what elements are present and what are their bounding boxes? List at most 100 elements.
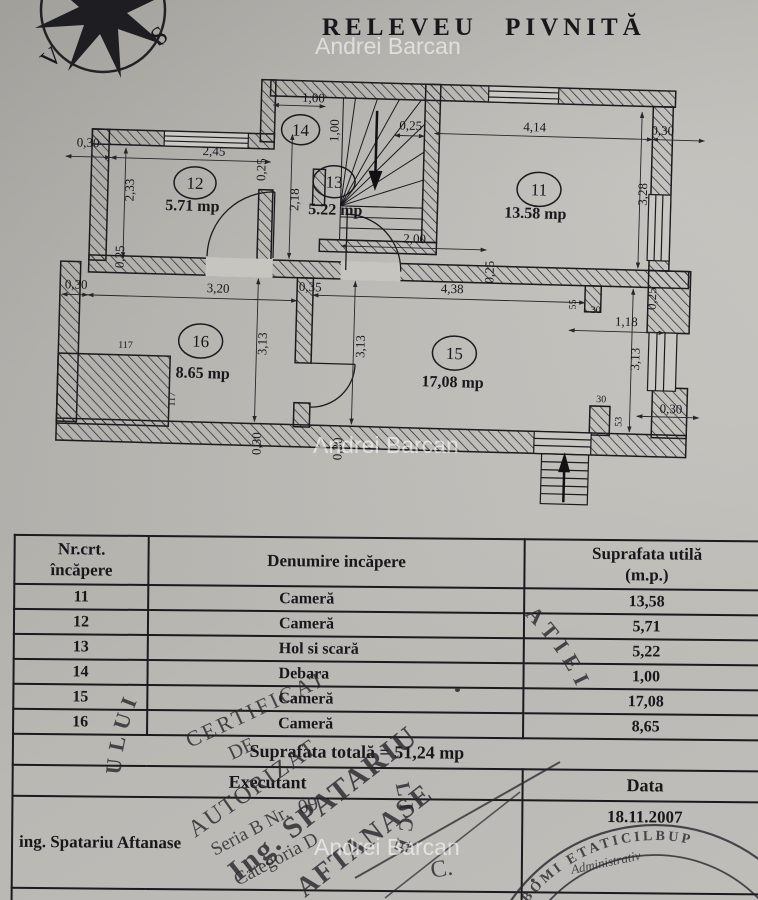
cell-area: 13,58 [524, 588, 758, 616]
dimension-label: 1,00 [302, 90, 325, 106]
engineer-name: ing. Spatariu Aftanase [11, 795, 523, 893]
dimension-label: 1,00 [326, 119, 342, 142]
cell-area: 5,22 [523, 638, 758, 666]
area-table: Nr.crt. încăpere Denumire incăpere Supra… [10, 534, 758, 900]
wall [55, 417, 687, 459]
dimension-label: 4,38 [441, 281, 464, 297]
dimension-lines [61, 102, 706, 433]
wall-pilaster [588, 405, 611, 437]
door-arc [206, 191, 275, 257]
door-leaf [272, 192, 276, 259]
window [646, 331, 678, 392]
dimension-label: 0,25 [112, 245, 128, 268]
cell-nr: 12 [13, 608, 149, 635]
cell-area: 5,71 [523, 613, 758, 641]
door-leaf [311, 362, 356, 366]
wall [55, 352, 171, 427]
dimension-label: 2,00 [403, 231, 426, 247]
dimension-label: 3,20 [207, 280, 230, 296]
cell-area: 1,00 [523, 663, 758, 691]
room-12-number: 12 [186, 174, 204, 193]
cell-name: Hol si scară [147, 634, 524, 664]
cell-area: 8,65 [523, 713, 758, 741]
door-arc [309, 364, 356, 408]
dimension-label: 0,25 [253, 158, 269, 181]
header-nr-crt: Nr.crt. încăpere [14, 534, 149, 585]
room-15-bubble [431, 335, 478, 371]
dimension-label: 117 [118, 340, 133, 351]
header-suprafata: Suprafata utilă (m.p.) [524, 539, 758, 591]
cell-nr: 15 [13, 683, 148, 710]
compass-rose: S V [35, 0, 173, 78]
room-15-area: 17,08 mp [421, 373, 484, 392]
wall [259, 78, 277, 143]
cell-nr: 11 [14, 583, 149, 610]
room-11-number: 11 [531, 180, 548, 199]
window [646, 193, 672, 262]
executant-label: Executant [12, 764, 523, 801]
door-arcs [206, 191, 402, 408]
cell-nr: 16 [13, 708, 148, 735]
door-opening [340, 260, 401, 282]
room-13-number: 13 [325, 172, 343, 191]
dimension-label: 0,30 [659, 401, 682, 417]
windows [163, 85, 678, 392]
cell-nr: 13 [13, 633, 148, 660]
dimension-label: 0,25 [644, 287, 660, 310]
wall [269, 79, 677, 108]
header-denumire: Denumire incăpere [148, 535, 525, 589]
dimension-label: 2,18 [286, 188, 302, 211]
window [163, 130, 250, 149]
wall [256, 188, 274, 266]
room-15-number: 15 [446, 344, 464, 363]
floor-plan: 0,30 2,45 1,00 0,25 4,14 0,30 2,00 0,30 … [55, 78, 706, 506]
room-16-number: 16 [192, 332, 210, 351]
compass-circle [39, 0, 167, 74]
room-14-number: 14 [292, 121, 310, 140]
dimension-label: 0,35 [299, 279, 322, 295]
room-labels: 12 5.71 mp 14 13 5.22 mp 11 13.58 mp 16 … [165, 113, 567, 392]
data-label: Data [522, 769, 758, 803]
cell-name: Cameră [147, 684, 524, 714]
plan-group: 0,30 2,45 1,00 0,25 4,14 0,30 2,00 0,30 … [55, 78, 706, 506]
room-13-area: 5.22 mp [308, 201, 363, 220]
header-line: Suprafata utilă [592, 543, 703, 564]
header-line: (m.p.) [625, 564, 669, 585]
door-leaf [345, 214, 348, 271]
wall [294, 276, 315, 364]
cell-name: Cameră [147, 709, 524, 739]
exterior-stair [533, 430, 592, 506]
dimension-label: 0,25 [481, 260, 497, 283]
page-title: RELEVEU PIVNITĂ [322, 14, 646, 41]
dimension-label: 3,13 [352, 335, 368, 358]
dimension-label: 30 [596, 394, 606, 405]
header-line: Nr.crt. [57, 539, 106, 559]
compass-label-south: S [145, 20, 173, 52]
room-11-area: 13.58 mp [504, 204, 567, 223]
dimension-label: 2,33 [122, 178, 138, 201]
dimension-label: 4,14 [523, 119, 547, 135]
dimension-label: 0,30 [651, 123, 674, 139]
dimension-label: 0,30 [329, 437, 345, 460]
dimension-label: 30 [590, 305, 600, 316]
room-13-bubble [312, 164, 356, 199]
date-value: 18.11.2007 [521, 800, 758, 895]
cell-name: Cameră [147, 609, 525, 639]
cell-name: Debara [147, 659, 524, 689]
table-header-row: Nr.crt. încăpere Denumire incăpere Supra… [14, 534, 758, 591]
dimension-label: 3,13 [627, 348, 643, 371]
dimension-label: 0,30 [248, 432, 264, 455]
room-16-area: 8.65 mp [175, 364, 230, 383]
dimension-label: 55 [568, 299, 579, 309]
dimension-label: 1,18 [615, 314, 638, 330]
door-arc [347, 213, 402, 272]
wall [292, 401, 311, 428]
room-12-area: 5.71 mp [165, 197, 220, 216]
header-line: încăpere [50, 559, 113, 580]
room-12-bubble [173, 166, 217, 200]
room-16-bubble [177, 323, 224, 359]
ink-spot [455, 688, 460, 692]
stair-up-arrow-icon [558, 452, 571, 503]
dimension-label: 3,28 [635, 183, 651, 206]
